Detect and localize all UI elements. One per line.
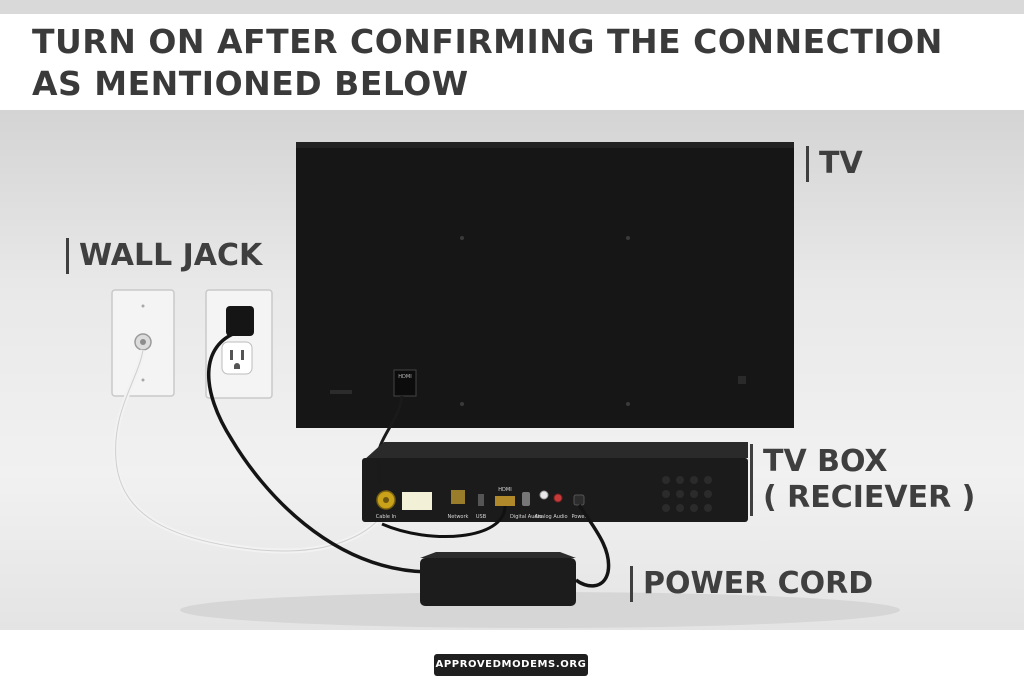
heading-line-1: TURN ON AFTER CONFIRMING THE CONNECTION (32, 22, 943, 61)
tv-hdmi-plug (393, 369, 417, 397)
callout-bar (750, 444, 753, 516)
tv-callout-label: TV (819, 146, 863, 181)
digital-audio-label: Digital Audio (510, 514, 542, 520)
plate-screw (141, 378, 145, 382)
power-label: Power (571, 514, 587, 520)
usb-label: USB (476, 514, 487, 520)
power-cord-callout-label: POWER CORD (643, 566, 874, 601)
wall-jack-callout: WALL JACK (66, 238, 262, 274)
network-port (451, 490, 465, 504)
illustration-svg: HDMI Cable In (111, 142, 900, 628)
heading-line-2: AS MENTIONED BELOW (32, 64, 469, 103)
power-adapter (420, 558, 576, 606)
callout-bar (630, 566, 633, 602)
hdmi-cable-bottom (376, 459, 382, 483)
tv-mount-hole (626, 402, 630, 406)
network-label: Network (448, 514, 469, 520)
page-heading: TURN ON AFTER CONFIRMING THE CONNECTION … (0, 14, 1024, 110)
usb-port (478, 494, 484, 506)
hdmi-cable-loop (381, 505, 507, 539)
power-plug (226, 306, 254, 336)
tv-vent (330, 390, 352, 394)
callout-bar (66, 238, 69, 274)
connection-illustration: HDMI Cable In (0, 110, 1024, 630)
tv-panel (296, 142, 794, 428)
receiver-box (362, 458, 748, 522)
tv-mount-hole (460, 236, 464, 240)
outlet-socket (221, 341, 253, 375)
tv-top-edge (296, 142, 794, 148)
tv-callout: TV (806, 146, 863, 182)
receiver-vents (662, 476, 712, 512)
port-warning-sticker (402, 492, 432, 510)
power-cable-receiver (574, 504, 611, 588)
tv-box-callout-label: TV BOX (763, 444, 888, 479)
watermark-badge: APPROVEDMODEMS.ORG (434, 654, 588, 676)
wall-jack-callout-label: WALL JACK (79, 238, 263, 273)
floor-shadow (180, 592, 900, 628)
outlet-slot (230, 350, 233, 360)
cable-in-label: Cable In (376, 514, 396, 520)
coax-cable-edge (115, 349, 387, 552)
analog-audio-label: Analog Audio (534, 514, 567, 520)
outlet-ground (234, 363, 240, 369)
tv-box-callout-sublabel: ( RECIEVER ) (763, 480, 976, 515)
power-port (573, 494, 585, 506)
outlet-slot (241, 350, 244, 360)
plate-screw (141, 304, 145, 308)
tv-mount-hole (460, 402, 464, 406)
analog-audio-port-left (539, 490, 549, 500)
tv-hdmi-label: HDMI (398, 374, 411, 380)
hdmi-out-label: HDMI (498, 487, 511, 493)
top-strip (0, 0, 1024, 14)
digital-audio-port (522, 492, 530, 506)
power-cord-callout: POWER CORD (630, 566, 873, 602)
coax-jack-center (140, 339, 146, 345)
tv-port (738, 376, 746, 384)
cable-in-pin (383, 497, 389, 503)
hdmi-out-port (495, 496, 515, 506)
receiver-top (364, 442, 748, 460)
adapter-top (420, 552, 576, 558)
callout-bar (806, 146, 809, 182)
analog-audio-port-right (553, 493, 563, 503)
tv-mount-hole (626, 236, 630, 240)
power-cable-wall (206, 330, 429, 574)
tv-box-callout: TV BOX ( RECIEVER ) (750, 444, 975, 516)
